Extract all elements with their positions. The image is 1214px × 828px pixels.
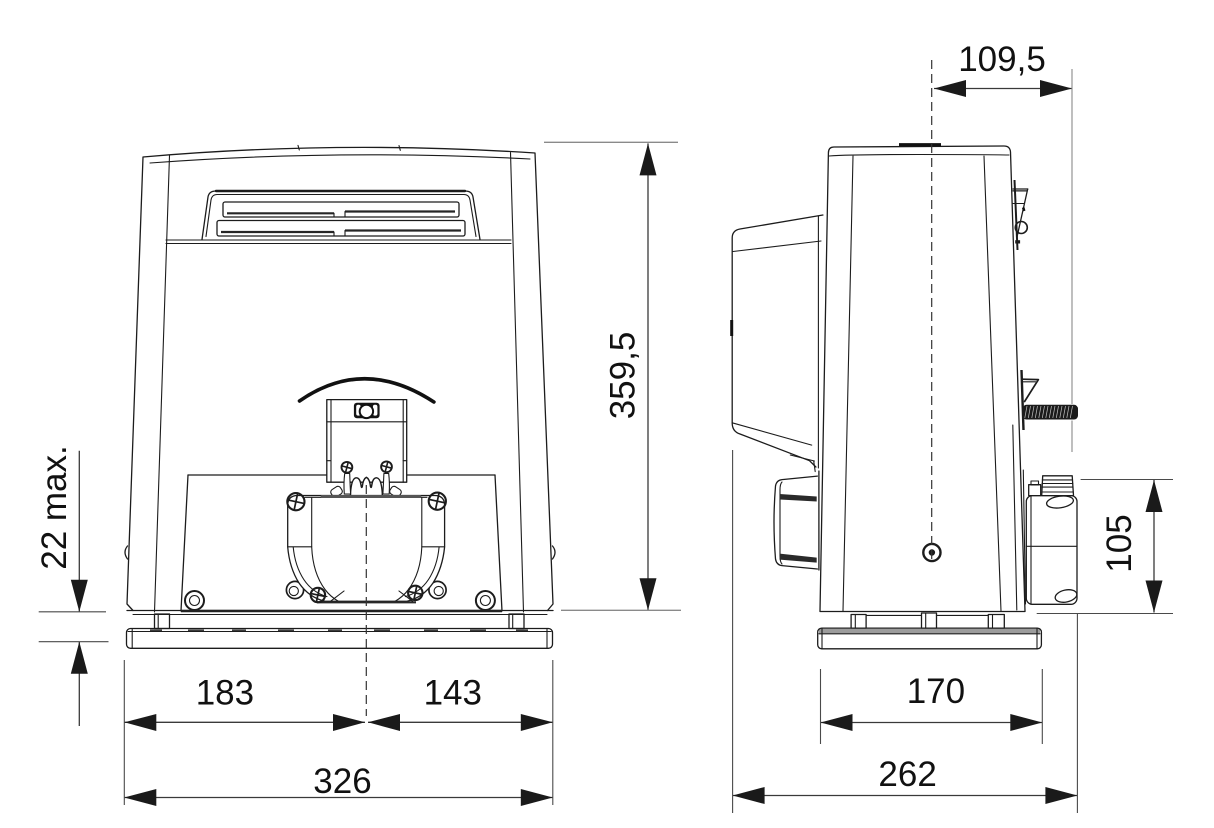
svg-text:109,5: 109,5 xyxy=(958,40,1046,79)
svg-text:170: 170 xyxy=(907,672,965,711)
svg-text:326: 326 xyxy=(313,762,371,801)
svg-text:183: 183 xyxy=(196,673,254,712)
svg-text:359,5: 359,5 xyxy=(604,332,643,420)
svg-text:143: 143 xyxy=(424,673,482,712)
svg-text:22 max.: 22 max. xyxy=(35,445,74,570)
svg-text:105: 105 xyxy=(1100,514,1139,572)
svg-text:262: 262 xyxy=(878,755,936,794)
